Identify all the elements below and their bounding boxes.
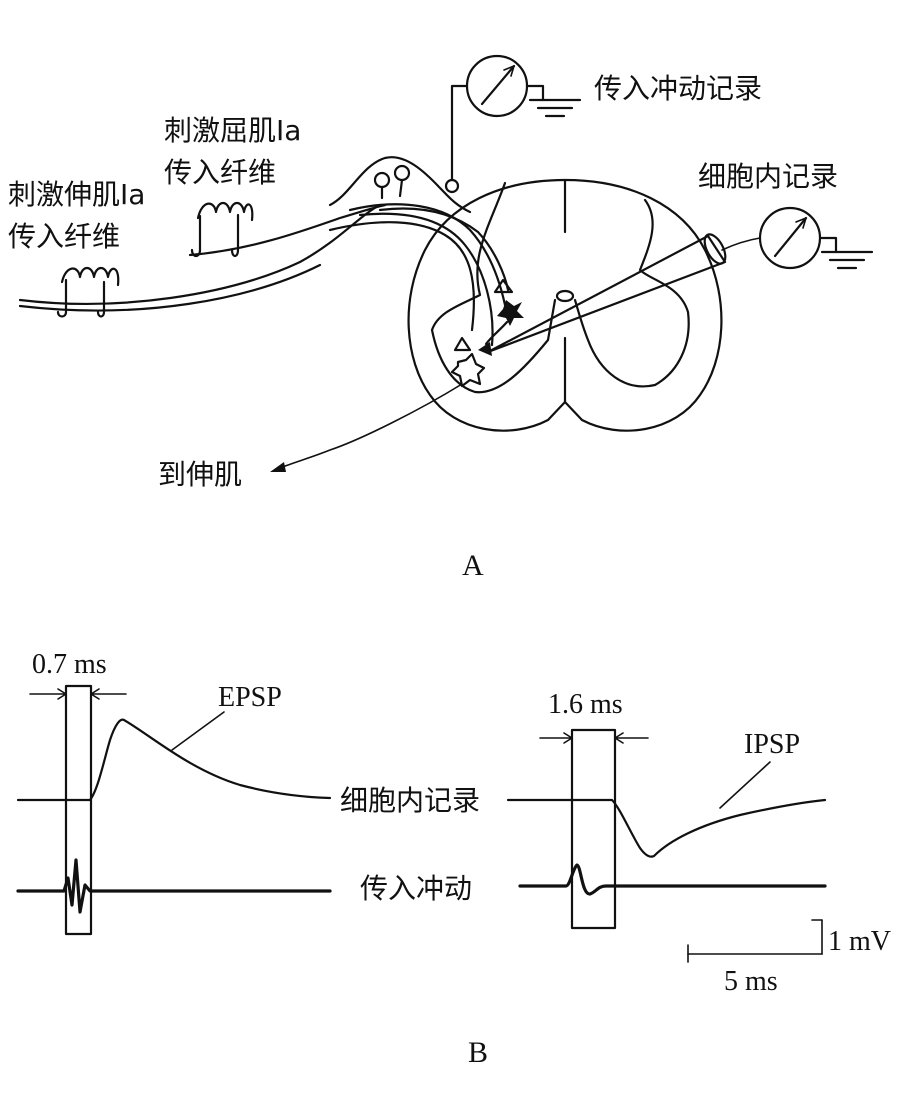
motor-axon-arrowhead (270, 462, 286, 472)
epsp-afferent-trace (16, 858, 332, 914)
epsp-recording (16, 684, 332, 936)
ipsp-pointer (719, 761, 771, 809)
afferent-into-cord-3 (328, 221, 475, 332)
micropipette (486, 234, 727, 354)
dorsal-root-ganglion (328, 156, 472, 214)
label-epsp: EPSP (218, 682, 282, 713)
label-afferent-record: 传入冲动记录 (594, 72, 762, 105)
label-intracellular-record: 细胞内记录 (698, 160, 838, 193)
stimulator-flexor (190, 201, 254, 258)
interneuron-and-motoneurons (270, 278, 524, 472)
synapse-triangle-upper (493, 278, 514, 294)
epsp-pointer (171, 711, 225, 751)
ipsp-afferent-trace (518, 863, 827, 896)
epsp-window-arrow-left (29, 688, 67, 700)
label-intracellular-trace: 细胞内记录 (340, 784, 480, 817)
intracellular-recording (486, 206, 874, 354)
drg-cell-1 (373, 171, 391, 189)
afferent-recording-meter (444, 54, 582, 194)
extensor-afferent-fiber-upper (18, 203, 382, 305)
drg-cell-2 (393, 164, 411, 182)
gray-matter-left (430, 181, 557, 394)
epsp-window-arrow-right (90, 688, 127, 700)
stim-coil-flexor (196, 201, 254, 222)
label-ipsp: IPSP (744, 729, 800, 760)
afferent-into-cord-2 (358, 212, 494, 347)
stimulator-extensor (56, 266, 120, 318)
meter-arrowhead (503, 65, 515, 77)
panel-b-label: B (468, 1036, 488, 1069)
ground-icon (528, 98, 582, 118)
ground-icon (820, 250, 874, 270)
interneuron-axon (484, 320, 509, 346)
scale-bar (687, 919, 823, 963)
label-stim-flexor-line2: 传入纤维 (164, 156, 276, 189)
recording-lead (450, 84, 469, 182)
meter-needle (773, 216, 808, 258)
synapse-triangle-lower (453, 336, 472, 352)
label-stim-extensor-line1: 刺激伸肌Ia (8, 178, 145, 211)
micropipette-end (703, 233, 727, 265)
ipsp-stimulus-window (570, 728, 617, 930)
meter-arrowhead (795, 217, 807, 229)
panel-a: 刺激伸肌Ia 传入纤维 刺激屈肌Ia 传入纤维 传入冲动记录 细胞内记录 到伸肌… (8, 54, 874, 582)
ground-lead (525, 84, 545, 102)
synapse-triangle-filled (478, 342, 492, 356)
label-stim-flexor-line1: 刺激屈肌Ia (164, 114, 301, 147)
afferent-into-cord-1 (348, 203, 507, 307)
ipsp-window-arrow-left (539, 732, 573, 744)
extensor-motoneuron (450, 352, 486, 388)
ipsp-window-arrow-right (614, 732, 649, 744)
label-ipsp-window: 1.6 ms (548, 689, 623, 720)
drg-cell-bodies (373, 164, 411, 200)
meter-needle (480, 64, 516, 106)
epsp-intracellular-trace (16, 718, 332, 802)
label-scale-voltage: 1 mV (828, 926, 891, 957)
inhibitory-interneuron (497, 300, 524, 326)
afferent-into-cord-4 (378, 207, 510, 292)
panel-a-label: A (462, 549, 484, 582)
flexor-afferent-fiber (188, 203, 387, 257)
label-scale-time: 5 ms (724, 966, 778, 997)
label-to-extensor: 到伸肌 (158, 458, 242, 491)
epsp-stimulus-window (64, 684, 93, 936)
label-afferent-trace: 传入冲动 (360, 872, 472, 905)
ipsp-recording (506, 728, 827, 930)
label-epsp-window: 0.7 ms (32, 649, 107, 680)
spinal-cord-section (407, 178, 723, 432)
label-stim-extensor-line2: 传入纤维 (8, 220, 120, 253)
stim-coil-extensor (60, 266, 120, 287)
pipette-lead (721, 237, 761, 251)
ipsp-intracellular-trace (506, 798, 827, 858)
gray-matter-right (573, 198, 690, 388)
motor-axon (279, 383, 463, 469)
ground-lead (818, 236, 838, 254)
central-canal (555, 289, 575, 303)
panel-b: 0.7 ms EPSP 1.6 ms IPSP 细胞内记录 传入冲动 1 mV … (16, 649, 891, 1069)
recording-electrode-tip (444, 178, 460, 194)
